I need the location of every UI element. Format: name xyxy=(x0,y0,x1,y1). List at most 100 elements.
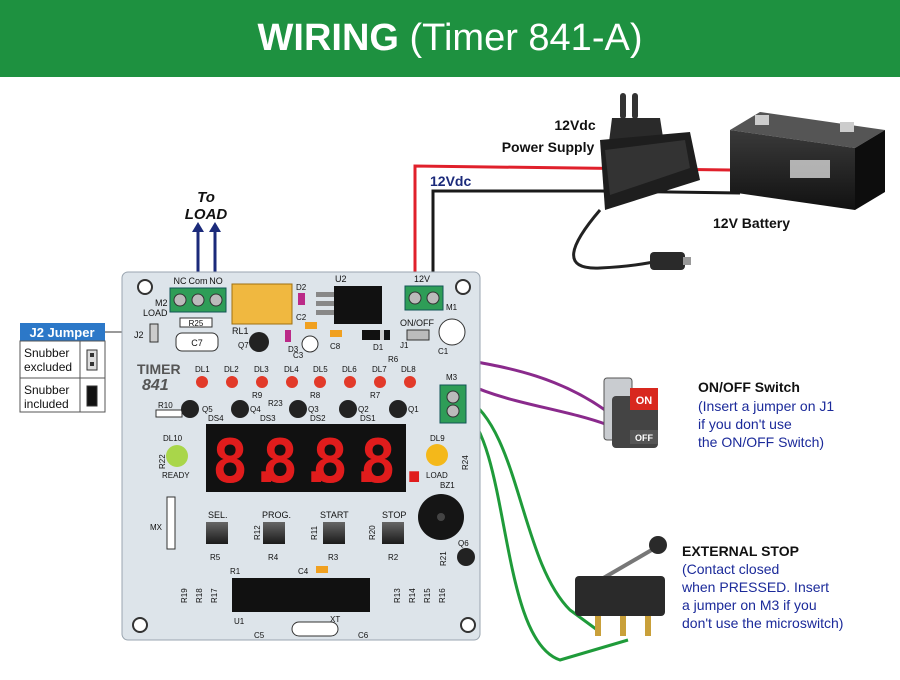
stop-button[interactable] xyxy=(382,522,404,544)
rl1-label: RL1 xyxy=(232,326,249,336)
r17-label: R17 xyxy=(210,588,219,603)
led-label-dl1: DL1 xyxy=(195,365,210,374)
ds4-label: DS4 xyxy=(208,414,224,423)
r21-label: R21 xyxy=(439,551,448,566)
onoff-pcb-label: ON/OFF xyxy=(400,318,434,328)
page-title: WIRING (Timer 841-A) xyxy=(0,0,900,77)
v12-label: 12V xyxy=(414,274,430,284)
led-label-dl3: DL3 xyxy=(254,365,269,374)
title-bold: WIRING xyxy=(257,17,399,59)
r16-label: R16 xyxy=(438,588,447,603)
svg-text:8.: 8. xyxy=(360,427,432,497)
start-button[interactable] xyxy=(323,522,345,544)
r4-label: R4 xyxy=(268,553,279,562)
ext-line-4: don't use the microswitch) xyxy=(682,615,843,631)
dl9-label: DL9 xyxy=(430,434,445,443)
d2-label: D2 xyxy=(296,283,307,292)
microswitch xyxy=(575,536,667,636)
led-label-dl7: DL7 xyxy=(372,365,387,374)
prog-button[interactable] xyxy=(263,522,285,544)
sel-button[interactable] xyxy=(206,522,228,544)
j2-label: J2 xyxy=(134,330,144,340)
c6-label: C6 xyxy=(358,631,369,640)
q1-label: Q1 xyxy=(408,405,419,414)
onoff-line-1: (Insert a jumper on J1 xyxy=(698,398,834,414)
r24-label: R24 xyxy=(461,455,470,470)
r22-label: R22 xyxy=(158,454,167,469)
q6-label: Q6 xyxy=(458,539,469,548)
j2-legend-title: J2 Jumper xyxy=(29,325,94,340)
battery xyxy=(730,112,885,210)
stop-label: STOP xyxy=(382,510,406,520)
pin-no: NO xyxy=(209,276,223,286)
c7-label: C7 xyxy=(191,338,203,348)
c8-label: C8 xyxy=(330,342,341,351)
r25-label: R25 xyxy=(189,319,204,328)
ds3-label: DS3 xyxy=(260,414,276,423)
prog-label: PROG. xyxy=(262,510,291,520)
r3-label: R3 xyxy=(328,553,339,562)
ext-line-1: (Contact closed xyxy=(682,561,779,577)
r13-label: R13 xyxy=(393,588,402,603)
pin-nc: NC xyxy=(174,276,187,286)
q2-label: Q2 xyxy=(358,405,369,414)
j2-row1-line2: excluded xyxy=(24,360,72,374)
m2-label: M2 xyxy=(155,298,168,308)
r5-label: R5 xyxy=(210,553,221,562)
mx-label: MX xyxy=(150,523,163,532)
r14-label: R14 xyxy=(408,588,417,603)
r9-label: R9 xyxy=(252,391,263,400)
u2-label: U2 xyxy=(335,274,347,284)
to-load-label-1: To xyxy=(197,189,215,206)
brand-line2: 841 xyxy=(142,377,169,394)
title-rest: (Timer 841-A) xyxy=(409,17,643,59)
r19-label: R19 xyxy=(180,588,189,603)
u1-chip xyxy=(232,578,370,612)
m3-label: M3 xyxy=(446,373,458,382)
wire-green-2 xyxy=(464,409,629,662)
c1-label: C1 xyxy=(438,347,449,356)
r1-label: R1 xyxy=(230,567,241,576)
r6-label: R6 xyxy=(388,355,399,364)
d1-label: D1 xyxy=(373,343,384,352)
r10-label: R10 xyxy=(158,401,173,410)
to-load-label-2: LOAD xyxy=(185,206,228,223)
ext-stop-title: EXTERNAL STOP xyxy=(682,543,799,559)
q3-label: Q3 xyxy=(308,405,319,414)
seven-segment-digits: 8. 8. 8. 8. xyxy=(212,427,432,497)
sel-label: SEL. xyxy=(208,510,228,520)
start-label: START xyxy=(320,510,349,520)
d3-label: D3 xyxy=(288,345,299,354)
dl10-label: DL10 xyxy=(163,434,183,443)
r15-label: R15 xyxy=(423,588,432,603)
adapter-cable xyxy=(572,209,656,270)
c5-label: C5 xyxy=(254,631,265,640)
r11-label: R11 xyxy=(310,525,319,540)
j2-row2-line1: Snubber xyxy=(24,383,69,397)
power-supply-adapter xyxy=(600,93,700,270)
svg-text:8.: 8. xyxy=(312,427,384,497)
r12-label: R12 xyxy=(253,525,262,540)
r2-label: R2 xyxy=(388,553,399,562)
ready-label: READY xyxy=(162,471,190,480)
ds1-label: DS1 xyxy=(360,414,376,423)
j2-row2-line2: included xyxy=(24,397,69,411)
r18-label: R18 xyxy=(195,588,204,603)
pin-com: Com xyxy=(188,276,207,286)
r7-label: R7 xyxy=(370,391,381,400)
psu-label-2: Power Supply xyxy=(502,139,595,155)
ds2-label: DS2 xyxy=(310,414,326,423)
u1-label: U1 xyxy=(234,617,245,626)
wire-voltage-label: 12Vdc xyxy=(430,173,471,189)
onoff-line-3: the ON/OFF Switch) xyxy=(698,434,824,450)
q5-label: Q5 xyxy=(202,405,213,414)
battery-label: 12V Battery xyxy=(713,215,790,231)
ext-line-3: a jumper on M3 if you xyxy=(682,597,817,613)
onoff-title: ON/OFF Switch xyxy=(698,379,800,395)
m1-label: M1 xyxy=(446,303,458,312)
toggle-switch: ON OFF xyxy=(603,377,658,448)
pcb-board: NC Com NO M2 LOAD J2 R25 C7 RL1 Q7 D2 D3… xyxy=(121,271,481,641)
q7-label: Q7 xyxy=(238,341,249,350)
led-label-dl5: DL5 xyxy=(313,365,328,374)
